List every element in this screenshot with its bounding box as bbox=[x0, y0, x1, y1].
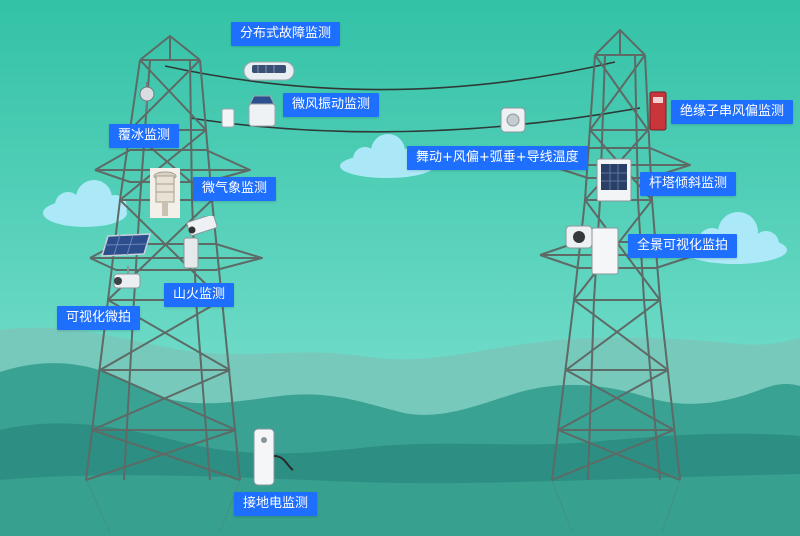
left-tower bbox=[85, 35, 263, 481]
fire-camera-icon bbox=[183, 216, 218, 269]
label-panoramic: 全景可视化监拍 bbox=[628, 234, 738, 258]
ground bbox=[0, 474, 800, 536]
breeze-vibration-device-icon bbox=[248, 95, 276, 127]
grounding-monitor-icon bbox=[253, 428, 294, 486]
cloud-left bbox=[43, 180, 127, 227]
insulator-sensor-icon bbox=[649, 91, 667, 131]
tilt-sensor-icon bbox=[596, 158, 632, 202]
cloud-middle bbox=[340, 134, 434, 178]
label-visual-photo: 可视化微拍 bbox=[57, 306, 141, 330]
label-mountain-fire: 山火监测 bbox=[164, 283, 235, 307]
power-lines bbox=[164, 61, 641, 133]
vibration-sensor-icon bbox=[221, 108, 235, 128]
micro-camera-icon bbox=[113, 266, 141, 289]
label-breeze-vibration: 微风振动监测 bbox=[283, 93, 380, 117]
label-grounding: 接地电监测 bbox=[234, 492, 318, 516]
icing-sensor-icon bbox=[139, 82, 155, 112]
weather-station-icon bbox=[150, 168, 180, 218]
galloping-sensor-icon bbox=[500, 107, 526, 133]
tower-reflections bbox=[85, 479, 681, 533]
label-galloping-sag-temp: 舞动+风偏+弧垂+导线温度 bbox=[407, 146, 588, 170]
distributed-fault-device-icon bbox=[243, 61, 295, 81]
label-tower-tilt: 杆塔倾斜监测 bbox=[640, 172, 737, 196]
label-icing: 覆冰监测 bbox=[109, 124, 180, 148]
label-distributed-fault: 分布式故障监测 bbox=[231, 22, 341, 46]
label-micro-weather: 微气象监测 bbox=[193, 177, 277, 201]
panoramic-box-icon bbox=[591, 227, 619, 275]
solar-panel-icon bbox=[100, 233, 152, 257]
label-insulator-windage: 绝缘子串风偏监测 bbox=[671, 100, 794, 124]
